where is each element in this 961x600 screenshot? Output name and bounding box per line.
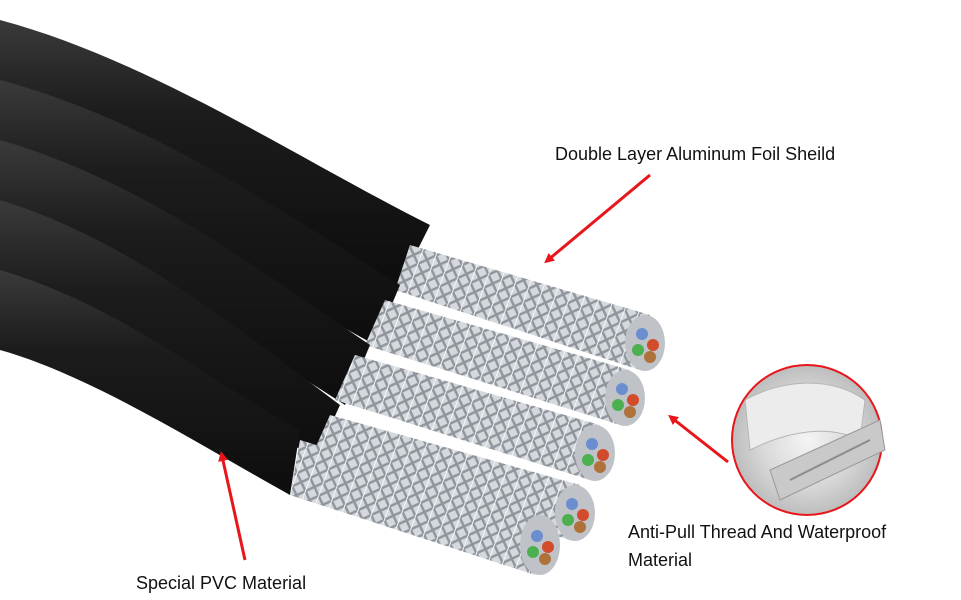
foil-detail-inset xyxy=(731,364,886,516)
foil-shield-label: Double Layer Aluminum Foil Sheild xyxy=(555,144,836,164)
anti-pull-arrow xyxy=(668,414,729,464)
cable-2 xyxy=(0,80,645,426)
pvc-arrow xyxy=(218,451,247,561)
cable-3 xyxy=(0,140,615,481)
pvc-material-label: Special PVC Material xyxy=(136,573,307,593)
foil-arrow xyxy=(544,173,651,264)
cable-5 xyxy=(0,270,560,575)
cable-1 xyxy=(0,20,665,371)
anti-pull-label: Anti-Pull Thread And Waterproof Material xyxy=(628,522,887,570)
